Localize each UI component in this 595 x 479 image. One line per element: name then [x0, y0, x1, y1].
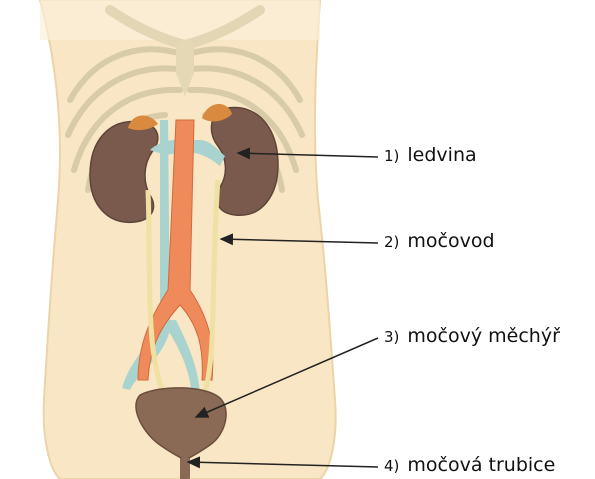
label-urethra: 4) močová trubice [384, 454, 555, 476]
label-text: močovod [407, 230, 494, 252]
label-text: močový měchýř [407, 325, 559, 347]
label-number: 4) [384, 457, 399, 475]
label-bladder: 3) močový měchýř [384, 325, 560, 347]
urethra [180, 458, 190, 479]
label-number: 2) [384, 233, 399, 251]
label-number: 1) [384, 147, 399, 165]
label-text: močová trubice [407, 454, 555, 476]
label-number: 3) [384, 328, 399, 346]
label-ureter: 2) močovod [384, 230, 495, 252]
label-text: ledvina [407, 144, 476, 166]
label-kidney: 1) ledvina [384, 144, 477, 166]
